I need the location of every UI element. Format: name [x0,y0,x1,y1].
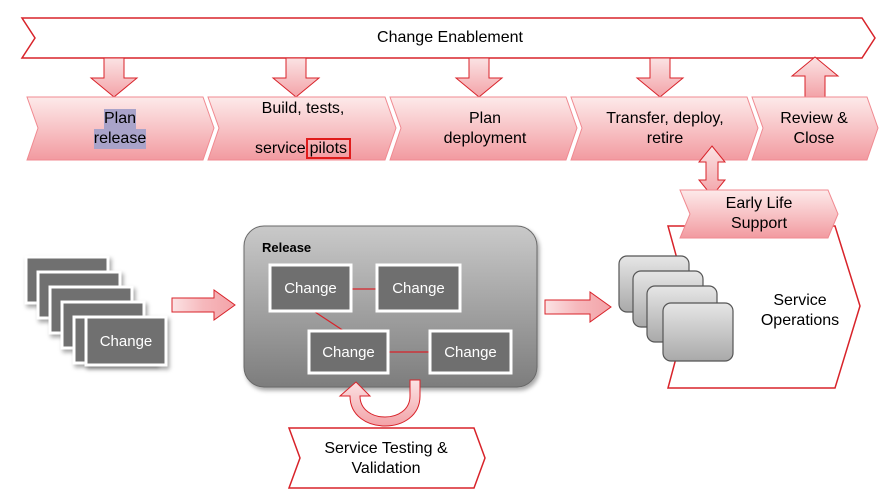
stage-chevron-review [751,96,879,161]
stage-line1: Transfer, deploy, [606,110,724,127]
change-stack-label: Change [99,332,153,350]
right-arrow-icon [544,291,612,323]
down-arrow-icon [89,57,139,98]
service-testing-chevron [287,427,486,489]
early-life-support-label: Early Life Support [695,193,823,235]
stage-line1: Plan [468,110,502,127]
service-operations-label: Service Operations [748,290,852,332]
stage-line1: Review & [780,110,848,127]
release-change-label: Change [444,343,497,361]
release-change-box [307,329,390,375]
change-enablement-text: Change Enablement [377,29,523,46]
down-arrow-icon [454,57,504,98]
change-enablement-label: Change Enablement [300,27,600,49]
release-change-box [428,329,513,375]
stage-line1: Build, tests, [261,100,345,117]
stage-line2a: service [254,140,306,157]
change-stack [24,255,168,367]
service-operations-stack [618,255,734,362]
stage-label-plan-deployment: Plan deployment [402,108,568,150]
early-life-support-text: Early Life Support [725,195,793,232]
stage-label-transfer: Transfer, deploy, retire [582,108,748,150]
service-operations-text: Service Operations [760,292,840,329]
release-change-label: Change [392,279,445,297]
release-change-box [268,263,353,313]
stage-chevron-transfer [570,96,759,161]
stage-line2: release [93,129,147,149]
service-testing-text: Service Testing & Validation [324,440,448,477]
stage-line1: Plan [103,109,137,129]
service-testing-label: Service Testing & Validation [300,438,472,480]
release-change-label: Change [322,343,375,361]
testing-loop-arrow-icon [338,379,421,427]
release-title: Release [262,240,312,255]
release-change-box [375,263,462,313]
down-arrow-icon [271,57,321,98]
early-life-support-chevron [679,189,839,239]
up-arrow-icon [790,56,840,98]
stage-line2: retire [646,130,684,147]
change-enablement-banner [20,17,876,59]
down-arrow-icon [635,57,685,98]
stage-line2: deployment [443,130,527,147]
stage-label-review: Review & Close [762,108,866,150]
pilots-highlight: pilots [305,138,352,159]
stage-label-plan-release: Plan release [40,108,200,150]
stage-chevron-plan-deployment [389,96,578,161]
stage-chevron-build [207,96,397,161]
release-change-label: Change [284,279,337,297]
stage-line2: Close [793,130,835,147]
change-connectors [311,288,430,353]
right-arrow-icon [171,289,236,321]
